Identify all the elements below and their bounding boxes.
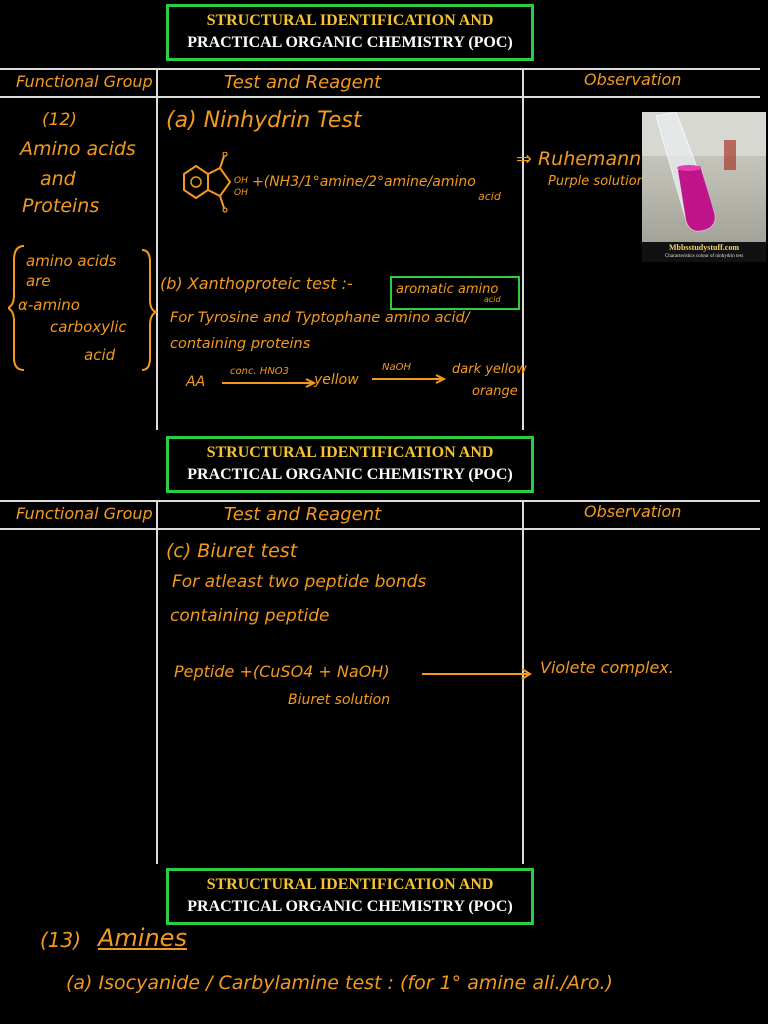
biuret-line-2: containing peptide <box>170 606 330 626</box>
header-title-line1: STRUCTURAL IDENTIFICATION AND <box>206 444 494 461</box>
note-line-2: are <box>26 272 51 290</box>
xanthoproteic-title: (b) Xanthoproteic test :- <box>160 274 353 293</box>
note-braces <box>8 245 158 371</box>
table1-header-rule <box>0 96 760 98</box>
header-title-line2: PRACTICAL ORGANIC CHEMISTRY (POC) <box>187 34 513 51</box>
table1-divider-1 <box>156 68 158 430</box>
ninhydrin-structure-icon <box>183 152 232 213</box>
ninhydrin-oh-2: OH <box>234 188 248 198</box>
photo-caption: Mbbsstudystuff.com Characteristics colou… <box>642 242 766 262</box>
ninhydrin-title: (a) Ninhydrin Test <box>166 108 362 133</box>
section-header-2: STRUCTURAL IDENTIFICATION AND PRACTICAL … <box>166 436 534 493</box>
ninhydrin-reagent: +(NH3/1°amine/2°amine/amino <box>252 174 476 190</box>
group-line-2: and <box>40 168 76 190</box>
photo-description: Characteristics colour of ninhydrin test <box>664 254 744 259</box>
col-test-reagent: Test and Reagent <box>224 504 382 525</box>
section-header-3: STRUCTURAL IDENTIFICATION AND PRACTICAL … <box>166 868 534 925</box>
biuret-observation: Violete complex. <box>540 658 674 677</box>
note-line-1: amino acids <box>26 252 117 270</box>
col-functional-group: Functional Group <box>16 72 153 91</box>
table1-top-rule <box>0 68 760 70</box>
biuret-solution-label: Biuret solution <box>288 692 391 708</box>
note-line-5: acid <box>84 346 116 364</box>
aromatic-amino-label: aromatic amino <box>396 282 499 297</box>
xanthoproteic-reagent-2: NaOH <box>382 362 411 373</box>
table2-top-rule <box>0 500 760 502</box>
col-functional-group: Functional Group <box>16 504 153 523</box>
group-line-1: Amino acids <box>20 138 136 160</box>
photo-site-label: Mbbsstudystuff.com <box>668 243 739 252</box>
table2-divider-2 <box>522 500 524 864</box>
amines-number: (13) <box>40 928 82 952</box>
arrow-icon-2 <box>372 374 447 384</box>
xanthoproteic-reagent-1: conc. HNO3 <box>230 366 290 377</box>
col-observation: Observation <box>584 70 682 89</box>
ninhydrin-photo: Mbbsstudystuff.com Characteristics colou… <box>642 112 766 262</box>
header-title-line1: STRUCTURAL IDENTIFICATION AND <box>206 12 494 29</box>
table2-header-rule <box>0 528 760 530</box>
table1-divider-2 <box>522 68 524 430</box>
amines-title: Amines <box>98 924 187 952</box>
xanthoproteic-aa: AA <box>186 374 206 390</box>
xanthoproteic-result-2: orange <box>472 384 518 399</box>
col-test-reagent: Test and Reagent <box>224 72 382 93</box>
aromatic-acid-label: acid <box>484 295 501 304</box>
aromatic-amino-acid-box <box>390 276 520 310</box>
ninhydrin-reagent-acid: acid <box>478 190 501 203</box>
note-line-4: carboxylic <box>50 318 127 336</box>
ninhydrin-obs-1: ⇒ Ruhemann <box>516 148 642 170</box>
biuret-line-1: For atleast two peptide bonds <box>172 572 427 592</box>
group-line-3: Proteins <box>22 195 100 217</box>
col-observation: Observation <box>584 502 682 521</box>
ninhydrin-oh-1: OH <box>234 176 248 186</box>
section-header-1: STRUCTURAL IDENTIFICATION AND PRACTICAL … <box>166 4 534 61</box>
isocyanide-test: (a) Isocyanide / Carbylamine test : (for… <box>66 972 613 994</box>
xanthoproteic-line-2: containing proteins <box>170 336 311 352</box>
header-title-line1: STRUCTURAL IDENTIFICATION AND <box>206 876 494 893</box>
xanthoproteic-yellow: yellow <box>314 372 359 388</box>
xanthoproteic-line-1: For Tyrosine and Typtophane amino acid/ <box>170 310 470 326</box>
header-title-line2: PRACTICAL ORGANIC CHEMISTRY (POC) <box>187 898 513 915</box>
arrow-icon-1 <box>222 378 317 388</box>
ninhydrin-obs-2: Purple solution <box>548 174 645 189</box>
biuret-equation: Peptide +(CuSO4 + NaOH) <box>174 662 390 681</box>
group-number-12: (12) <box>42 110 77 130</box>
header-title-line2: PRACTICAL ORGANIC CHEMISTRY (POC) <box>187 466 513 483</box>
test-tube-icon <box>642 112 766 232</box>
biuret-title: (c) Biuret test <box>166 540 298 562</box>
note-line-3: α-amino <box>18 296 80 314</box>
arrow-icon-3 <box>422 668 532 680</box>
table2-divider-1 <box>156 500 158 864</box>
xanthoproteic-result-1: dark yellow <box>452 362 527 377</box>
